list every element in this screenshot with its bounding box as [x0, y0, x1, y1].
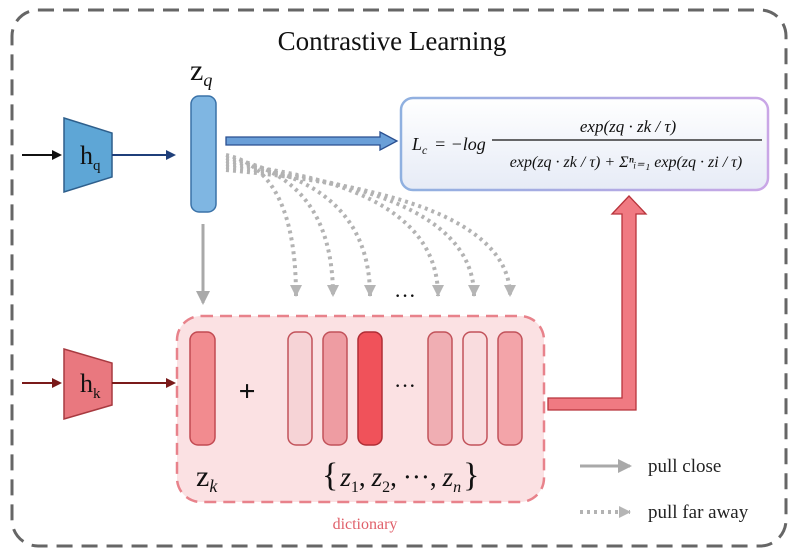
diagram-title: Contrastive Learning	[278, 26, 507, 56]
zk-vector	[189, 331, 216, 446]
pull-far-arrow-1	[225, 153, 302, 297]
pull-far-arrow-3	[225, 159, 376, 297]
pull-far-arrow-6	[225, 168, 516, 297]
outer-frame	[10, 8, 788, 548]
negative-key-vector-5	[462, 331, 488, 446]
negative-key-vector-2	[322, 331, 348, 446]
plus-sign: +	[238, 375, 255, 408]
key-encoder	[63, 348, 113, 420]
dictionary-label: dictionary	[333, 516, 398, 533]
dictionary-to-loss-arrow	[547, 195, 648, 411]
query-to-loss-arrow	[225, 130, 399, 152]
negative-key-vector-6	[497, 331, 523, 446]
legend-pull-far-away: pull far away	[648, 502, 749, 523]
negative-key-vector-4	[427, 331, 453, 446]
zq-label: zq	[190, 54, 212, 90]
pull-far-arrows	[225, 153, 516, 297]
loss-equals: = −log	[434, 134, 486, 154]
far-arrows-ellipsis: ···	[394, 283, 416, 308]
loss-numerator: exp(zq · zk / τ)	[580, 117, 677, 136]
zk-label: zk	[196, 460, 218, 496]
legend: pull close pull far away	[580, 456, 749, 523]
loss-formula-box	[399, 96, 770, 192]
loss-denominator: exp(zq · zk / τ) + Σⁿᵢ₌₁ exp(zq · zi / τ…	[510, 154, 742, 171]
negative-key-vector-3	[357, 331, 383, 446]
negative-key-vector-1	[287, 331, 313, 446]
pull-far-arrow-2	[225, 156, 339, 297]
key-encoder-label: hk	[80, 369, 101, 402]
legend-pull-close: pull close	[648, 456, 721, 477]
zq-vector	[190, 95, 217, 213]
query-encoder	[63, 116, 113, 194]
dictionary-set-label: {z1,z2,···,zn}	[322, 457, 479, 496]
query-encoder-label: hq	[80, 141, 101, 174]
loss-lhs: Lc	[411, 134, 428, 157]
loss-formula: Lc = −log exp(zq · zk / τ) exp(zq · zk /…	[411, 117, 762, 171]
dictionary-ellipsis: ···	[394, 373, 416, 398]
